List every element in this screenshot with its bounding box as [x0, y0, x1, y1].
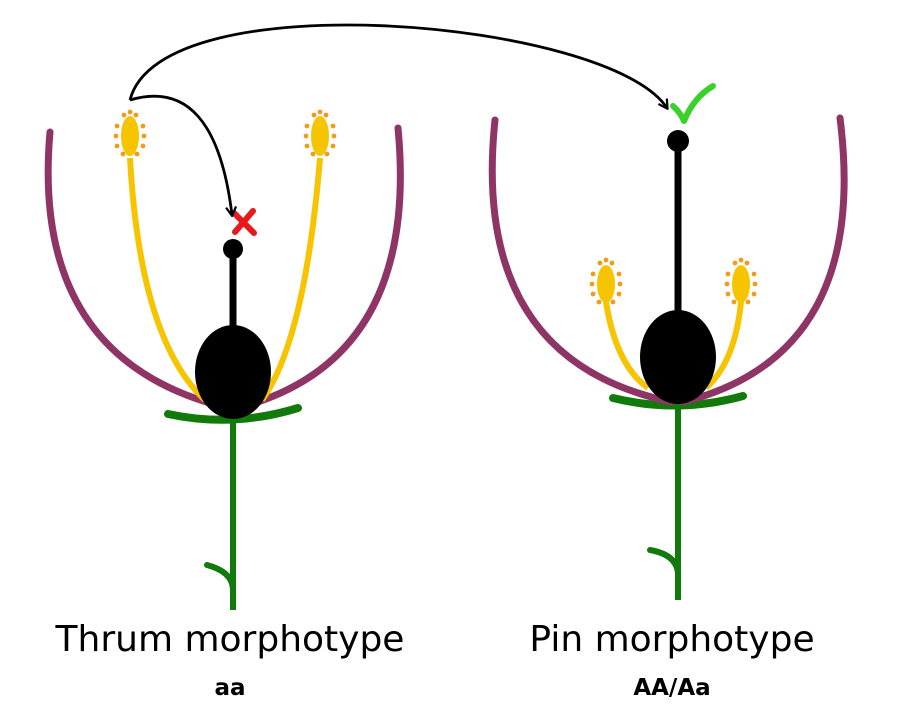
pollen-dot: [303, 133, 309, 139]
pollen-dot: [114, 143, 120, 149]
pollen-dot: [751, 291, 757, 297]
pollen-dot: [304, 123, 310, 129]
pollen-dot: [603, 257, 609, 263]
pollen-dot: [310, 151, 316, 157]
pollen-dot: [330, 143, 336, 149]
thrum-stigma: [223, 239, 243, 259]
thrum-genotype-label: aa: [214, 675, 246, 701]
pollen-dot: [590, 291, 596, 297]
pollen-dot: [330, 123, 336, 129]
pollen-dot: [745, 299, 751, 305]
thrum-morphotype-label: Thrum morphotype: [55, 619, 405, 660]
pin-stamen-left: [603, 301, 650, 391]
pollen-dot: [724, 281, 730, 287]
pollen-dot: [597, 260, 603, 266]
pin-ovary: [640, 310, 716, 404]
thrum-ovary: [195, 325, 271, 419]
pollen-dot: [752, 281, 758, 287]
pollen-dot: [738, 257, 744, 263]
pollen-dot: [331, 133, 337, 139]
pollen-dot: [617, 281, 623, 287]
pollen-dot: [317, 109, 323, 115]
thrum-flower: [44, 109, 404, 610]
pollen-dot: [134, 151, 140, 157]
pollen-dot: [141, 133, 147, 139]
pollen-dot: [596, 299, 602, 305]
pollen-dot: [121, 112, 127, 118]
thrum-sepal: [164, 404, 302, 424]
pollen-dot: [133, 112, 139, 118]
cross-icon: [231, 208, 257, 236]
pollen-dot: [127, 109, 133, 115]
arrow-to-pin-stigma: [128, 23, 669, 110]
pollen-dot: [140, 123, 146, 129]
pollen-dot: [610, 299, 616, 305]
pin-stamens: [589, 257, 758, 391]
pin-morphotype-label: Pin morphotype: [529, 619, 815, 660]
pollen-dot: [731, 299, 737, 305]
pin-sepal: [609, 392, 747, 410]
thrum-stamens: [113, 109, 337, 403]
pollen-dot: [589, 281, 595, 287]
pin-anther-left: [589, 257, 623, 305]
pollen-dot: [304, 143, 310, 149]
pin-petals: [488, 114, 848, 406]
pin-stigma: [667, 130, 689, 152]
pollen-dot: [113, 133, 119, 139]
pollen-dot: [751, 271, 757, 277]
arrow-to-thrum-stigma: [129, 94, 238, 218]
pollen-dot: [616, 291, 622, 297]
pollen-dot: [732, 260, 738, 266]
pin-stem: [609, 392, 747, 600]
thrum-stem: [164, 404, 302, 610]
pin-flower: [488, 83, 848, 600]
thrum-anther-right: [303, 109, 337, 157]
pollen-dot: [744, 260, 750, 266]
thrum-anther-left: [113, 109, 147, 157]
pollen-dot: [590, 271, 596, 277]
pin-genotype-label: AA/Aa: [633, 675, 711, 701]
pin-stamen-right: [703, 301, 744, 391]
pollen-dot: [323, 112, 329, 118]
pollination-arrows: [128, 23, 669, 218]
pollen-dot: [114, 123, 120, 129]
thrum-petals: [44, 124, 404, 412]
pin-anther-right: [724, 257, 758, 305]
thrum-stamen-left: [127, 157, 208, 403]
check-icon: [670, 83, 716, 124]
pollen-dot: [725, 291, 731, 297]
thrum-pistil: [195, 239, 271, 419]
pollen-dot: [616, 271, 622, 277]
pollen-dot: [140, 143, 146, 149]
pin-pistil: [640, 130, 716, 404]
thrum-stamen-right: [259, 157, 323, 402]
pin-leaf-hook: [647, 547, 681, 578]
pollen-dot: [609, 260, 615, 266]
thrum-leaf-hook: [204, 562, 236, 593]
pollen-dot: [311, 112, 317, 118]
pollen-dot: [324, 151, 330, 157]
pollen-dot: [120, 151, 126, 157]
pollen-dot: [725, 271, 731, 277]
